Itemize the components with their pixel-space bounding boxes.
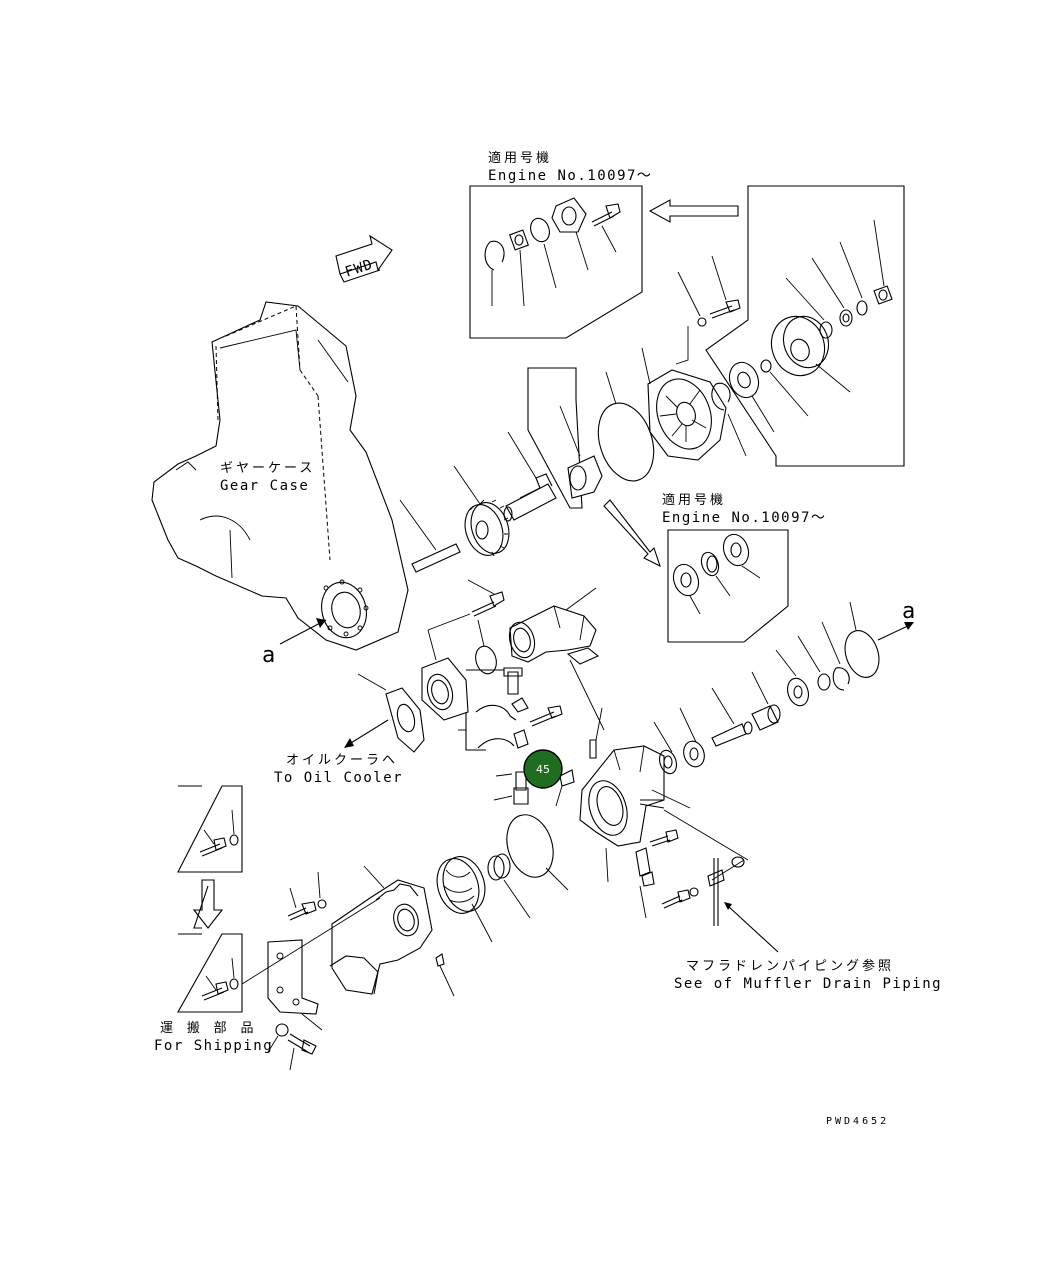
ref-a-left: a [262, 618, 327, 668]
gear-case-jp: ギヤーケース [220, 461, 315, 476]
ref-a-left-label: a [262, 643, 275, 668]
oil-cooler-gasket [357, 673, 425, 753]
mechanical-seal [527, 367, 603, 509]
gear-case: ギヤーケース Gear Case [151, 301, 409, 651]
arrow-to-mid-box [603, 499, 661, 568]
muffler-en: See of Muffler Drain Piping [674, 976, 942, 992]
shipping-bracket [267, 939, 323, 1031]
mid-applicable-en: Engine No.10097〜 [662, 510, 826, 526]
oil-cooler-flange [421, 629, 469, 721]
shipping-en: For Shipping [154, 1038, 273, 1054]
flange-bolts [427, 579, 523, 695]
drive-gear [453, 465, 510, 557]
housing-o-ring [506, 814, 569, 891]
mid-applicable-jp: 適用号機 [662, 492, 726, 508]
pump-shaft [503, 431, 557, 522]
lower-bolts [267, 871, 327, 1071]
drawing-code: PWD4652 [826, 1116, 889, 1127]
water-inlet-elbow [329, 865, 455, 997]
cover-bolt [675, 255, 741, 365]
shaft-key [399, 499, 461, 573]
top-applicable-jp: 適用号機 [488, 150, 552, 166]
hose-clamp [458, 697, 563, 751]
oil-cooler-en: To Oil Cooler [274, 770, 403, 786]
housing-bolts [493, 769, 575, 807]
top-applicable-en: Engine No.10097〜 [488, 168, 652, 184]
muffler-drain-parts: マフラドレンパイピング参照 See of Muffler Drain Pipin… [649, 829, 942, 992]
gear-case-en: Gear Case [220, 478, 309, 494]
shipping-parts-boxes: 運 搬 部 品 For Shipping [154, 785, 381, 1054]
water-elbow [475, 587, 605, 731]
mid-applicable-box: 適用号機 Engine No.10097〜 [662, 492, 826, 643]
right-shaft-parts [653, 601, 880, 775]
arrow-to-top-box [648, 199, 739, 223]
shipping-jp: 運 搬 部 品 [160, 1021, 256, 1036]
muffler-jp: マフラドレンパイピング参照 [686, 958, 894, 974]
ref-a-right-label: a [902, 599, 915, 624]
to-oil-cooler: オイルクーラヘ To Oil Cooler [274, 719, 403, 786]
pump-cover [597, 347, 727, 482]
callout-number[interactable]: 45 [536, 763, 550, 776]
impeller-seal [487, 853, 531, 919]
pulley-assembly-box [705, 185, 905, 467]
pump-housing [579, 707, 749, 919]
impeller [436, 856, 493, 943]
part-callout-45[interactable]: 45 [523, 749, 563, 789]
fwd-label: FWD [343, 257, 375, 281]
callout-circle[interactable] [523, 749, 563, 789]
fwd-arrow-icon: FWD [335, 234, 393, 283]
oil-cooler-jp: オイルクーラヘ [286, 753, 398, 768]
ref-a-right: a [877, 599, 915, 641]
top-applicable-box: 適用号機 Engine No.10097〜 [469, 150, 652, 339]
